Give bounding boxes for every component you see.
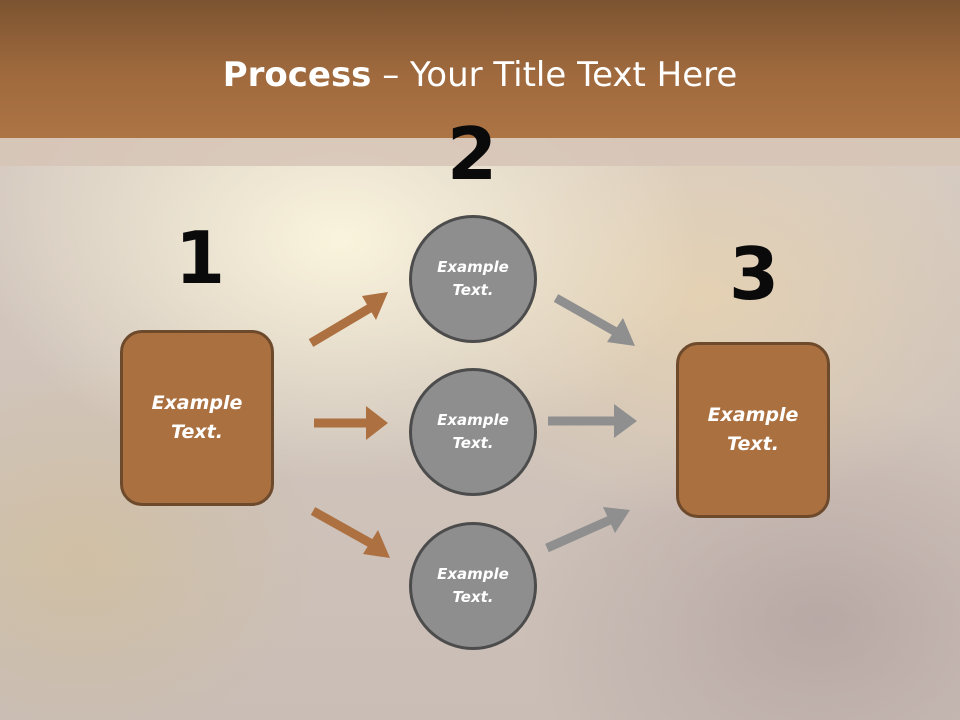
- circle-top-line1: Example: [437, 258, 509, 276]
- circle-top: Example Text.: [409, 215, 537, 343]
- header-bar: [0, 0, 960, 138]
- arrow-left-to-bottom: [310, 507, 390, 558]
- title-rest: – Your Title Text Here: [371, 55, 738, 95]
- arrow-left-to-middle: [314, 406, 388, 440]
- circle-bottom: Example Text.: [409, 522, 537, 650]
- arrow-left-to-top: [308, 292, 388, 347]
- slide-title: Process – Your Title Text Here: [0, 52, 960, 98]
- left-box-line2: Text.: [171, 421, 223, 443]
- circle-middle-line2: Text.: [452, 434, 494, 452]
- step-number-1: 1: [174, 216, 226, 300]
- circle-bottom-line2: Text.: [452, 588, 494, 606]
- arrow-bottom-to-right: [545, 507, 630, 553]
- arrow-top-to-right: [553, 294, 635, 346]
- left-box: Example Text.: [120, 330, 274, 506]
- title-bold: Process: [222, 55, 372, 95]
- circle-middle: Example Text.: [409, 368, 537, 496]
- header-strip: [0, 138, 960, 166]
- circle-bottom-line1: Example: [437, 565, 509, 583]
- left-box-line1: Example: [151, 392, 243, 414]
- step-number-2: 2: [446, 112, 498, 196]
- right-box-line2: Text.: [727, 433, 779, 455]
- right-box: Example Text.: [676, 342, 830, 518]
- arrow-middle-to-right: [548, 404, 637, 438]
- circle-middle-line1: Example: [437, 411, 509, 429]
- step-number-3: 3: [728, 232, 780, 316]
- circle-top-line2: Text.: [452, 281, 494, 299]
- right-box-line1: Example: [707, 404, 799, 426]
